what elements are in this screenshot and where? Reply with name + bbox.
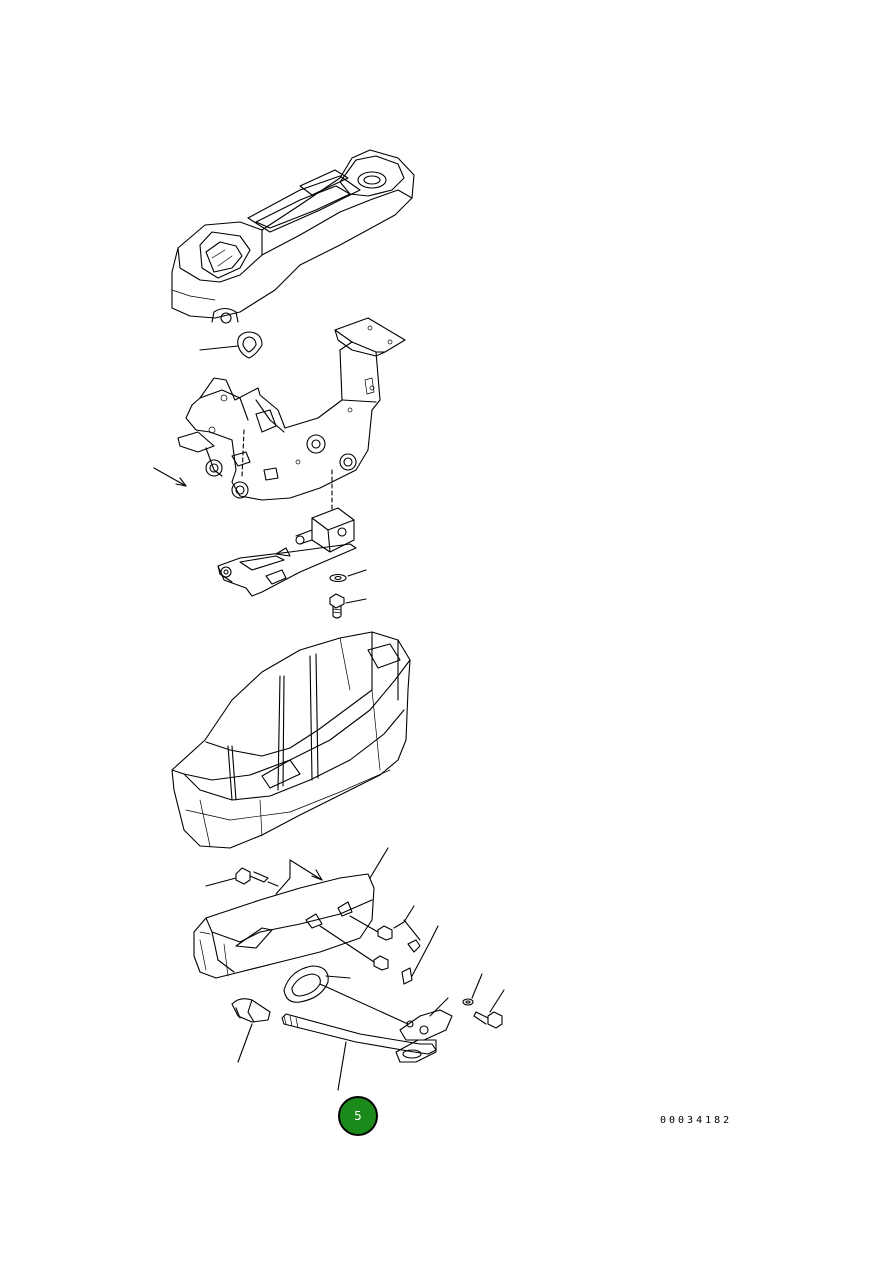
washer	[329, 569, 367, 583]
side-cover	[193, 873, 375, 979]
page-number-badge: 5	[338, 1096, 378, 1136]
lock-lever	[281, 997, 453, 1091]
knob	[231, 998, 271, 1063]
direction-arrow-upper	[153, 467, 187, 487]
screw	[205, 867, 279, 887]
bolt-small	[473, 989, 505, 1029]
mounting-bracket	[177, 317, 406, 511]
direction-arrow-lower	[275, 859, 323, 895]
lower-console-cover	[171, 631, 411, 849]
lock-switch-bracket	[217, 507, 357, 597]
drawing-number: 00034182	[660, 1115, 733, 1126]
console-top-cover	[171, 149, 415, 324]
boot	[283, 965, 409, 1025]
grommet	[199, 331, 263, 359]
washer-small	[462, 973, 483, 1006]
page-number-label: 5	[354, 1109, 362, 1123]
bolt	[329, 593, 367, 619]
clip	[401, 919, 439, 985]
screw-right	[319, 905, 415, 971]
